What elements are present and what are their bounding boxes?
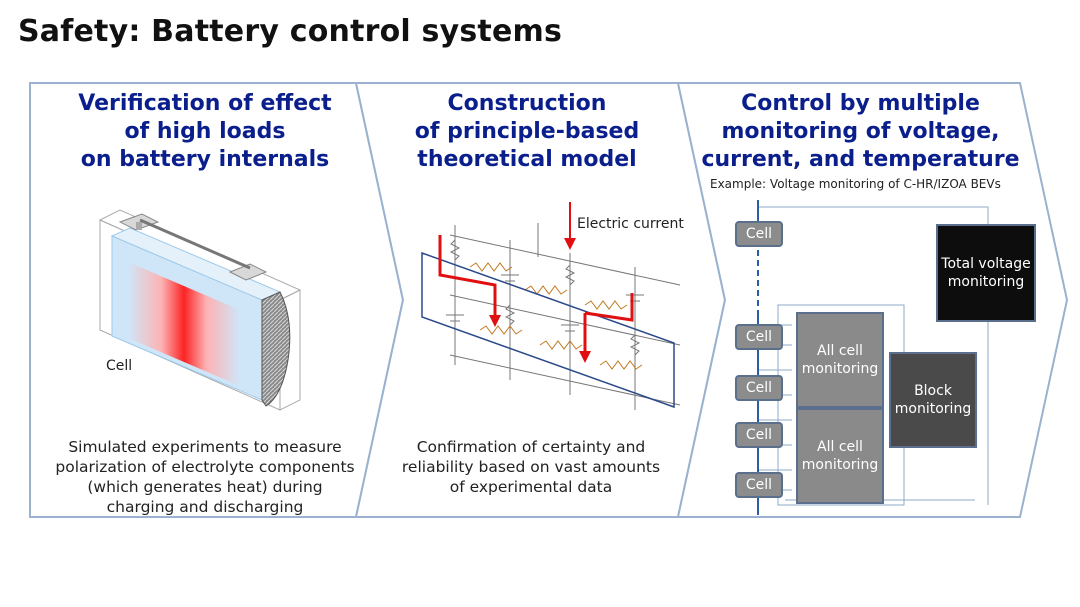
cell-box-label: Cell [745,380,773,396]
all-cell-monitoring-label: All cell monitoring [801,343,879,377]
cell-box-label: Cell [745,427,773,443]
panel-3-heading: Control by multiple monitoring of voltag… [701,91,1020,172]
theoretical-model-circuit [421,223,681,410]
all-cell-monitoring-box: All cell monitoring [796,312,884,408]
electric-current-label: Electric current [577,216,684,232]
cell-box-label: Cell [745,477,773,493]
block-monitoring-label: Block monitoring [894,383,972,417]
block-monitoring-box: Block monitoring [889,352,977,448]
battery-cell-label: Cell [106,358,133,374]
cell-box: Cell [735,375,783,401]
model-plane [421,251,675,409]
battery-cell-illustration [98,209,302,411]
total-voltage-monitoring-box: Total voltage monitoring [936,224,1036,322]
page-title: Safety: Battery control systems [18,14,563,49]
heat-zone [128,262,240,386]
current-path-arrows [438,235,634,353]
electrode-roll-end [261,291,291,407]
panel-2-caption: Confirmation of certainty and reliabilit… [401,438,661,496]
cell-box: Cell [735,422,783,448]
all-cell-monitoring-label: All cell monitoring [801,439,879,473]
cell-box: Cell [735,324,783,350]
panel-1-heading: Verification of effect of high loads on … [78,91,332,172]
electric-current-arrow [564,202,576,250]
total-voltage-monitoring-label: Total voltage monitoring [941,256,1031,290]
panel-1-caption: Simulated experiments to measure polariz… [55,438,355,516]
equivalent-circuit-network [446,223,681,410]
voltage-monitoring-example: Example: Voltage monitoring of C-HR/IZOA… [710,177,1001,191]
all-cell-monitoring-box: All cell monitoring [796,408,884,504]
cell-box-label: Cell [745,329,773,345]
cell-box: Cell [735,221,783,247]
panel-2-heading: Construction of principle-based theoreti… [414,91,640,172]
cell-box: Cell [735,472,783,498]
cell-box-label: Cell [745,226,773,242]
